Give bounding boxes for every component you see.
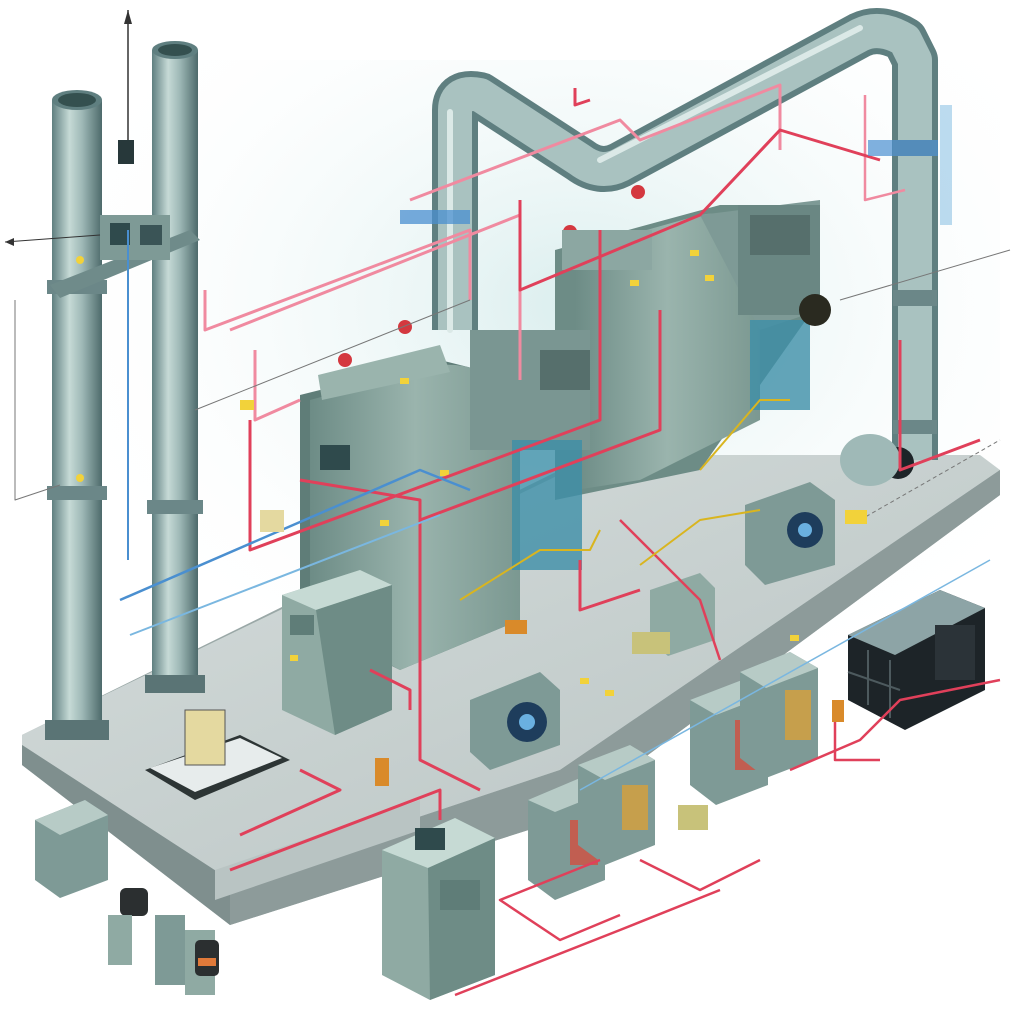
warning-tags xyxy=(240,400,867,830)
stack-pipe-right xyxy=(145,41,205,693)
electrical-cabinets xyxy=(35,652,818,1000)
cabinet-4 xyxy=(740,652,818,778)
transformer-unit xyxy=(847,590,985,730)
motor-pump-front xyxy=(470,672,560,770)
motor-pumps xyxy=(470,482,835,770)
arrow-up-icon xyxy=(124,10,132,24)
overhead-duct xyxy=(432,8,938,486)
cabinet-left-small xyxy=(35,800,108,898)
display-panel xyxy=(145,709,290,800)
arrow-left-icon xyxy=(5,238,14,246)
control-cabinet-center xyxy=(282,570,392,735)
cabinet-2 xyxy=(578,745,655,865)
wiring-network xyxy=(14,83,1011,997)
duct-brackets xyxy=(400,105,952,225)
coil-components xyxy=(108,888,219,995)
stack-pipe-left xyxy=(45,90,109,740)
cabinet-tall xyxy=(382,818,495,1000)
motor-pump-right xyxy=(745,482,835,585)
sensor-icon xyxy=(118,140,134,164)
boiler-right xyxy=(555,185,831,500)
